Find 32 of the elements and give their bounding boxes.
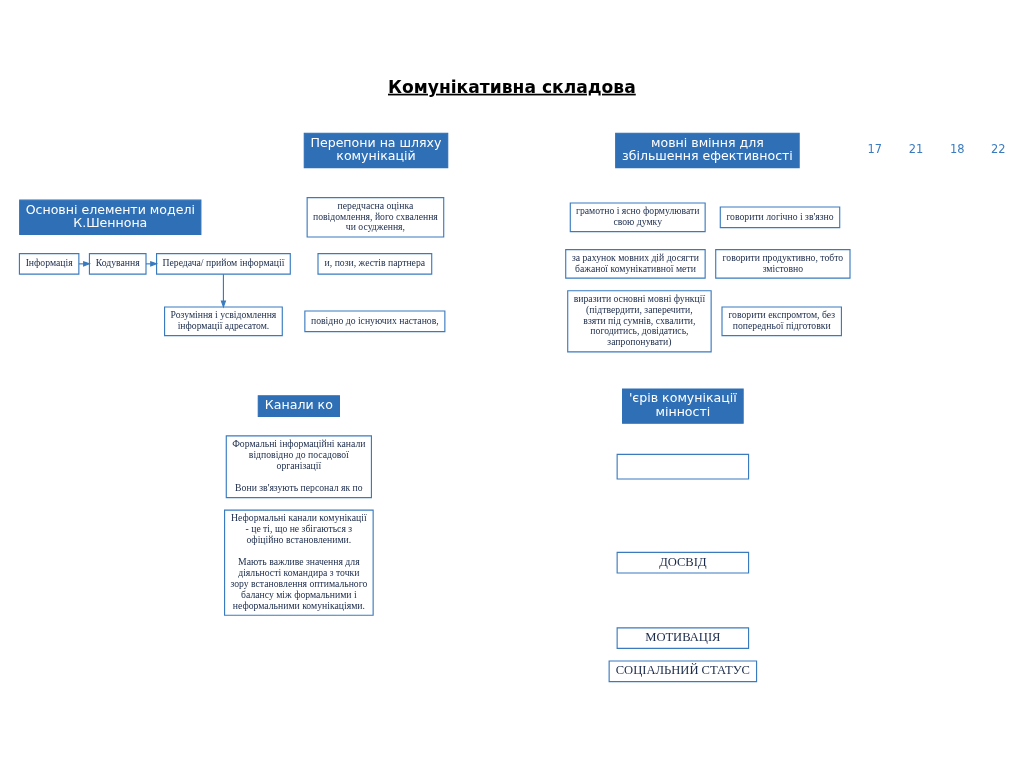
- node-box: грамотно і ясно формулювати свою думку: [569, 201, 706, 232]
- node-box: МОТИВАЦІЯ: [616, 626, 750, 649]
- arrow: [145, 260, 159, 267]
- node-box: [616, 453, 750, 480]
- node-box: и, пози, жестів партнера: [317, 252, 433, 275]
- node-box: говорити продуктивно, тобто змістовно: [715, 248, 851, 279]
- label: 18: [949, 141, 965, 156]
- node-box: Передача/ прийом інформації: [156, 252, 291, 275]
- arrow: [78, 260, 92, 267]
- node-box: говорити логічно і зв'язно: [719, 205, 841, 228]
- node-box: виразити основні мовні функції (підтвердити, заперечити, взяти під сумнів, схвалити, погодитись, довідатись, запропонувати): [567, 289, 712, 352]
- label: 21: [908, 141, 924, 156]
- node-box: Інформація: [18, 252, 80, 275]
- node-box: Основні елементи моделі К.Шеннона: [19, 199, 202, 235]
- label: 17: [867, 141, 883, 156]
- node-box: говорити експромтом, без попередньої підготовки: [721, 305, 842, 336]
- node-box: мовні вміння для збільшення ефективності: [615, 132, 800, 168]
- node-box: Перепони на шляху комунікацій: [303, 132, 449, 168]
- node-box: Канали ко: [257, 394, 340, 417]
- node-box: Неформальні канали комунікації - це ті, що не збігаються з офіційно встановленими. Мають важливе значення для діяльності командира з точки зору встановлення оптимального балансу між формальними і неформальними комунікаціями.: [224, 509, 374, 616]
- node-box: повідно до існуючих настанов,: [304, 309, 446, 332]
- node-box: за рахунок мовних дій досягти бажаної комунікативної мети: [565, 248, 706, 279]
- node-box: ДОСВІД: [616, 551, 750, 574]
- node-box: СОЦІАЛЬНИЙ СТАТУС: [608, 659, 758, 682]
- node-box: Формальні інформаційні канали відповідно до посадової організації Вони зв'язують персонал як по: [225, 434, 372, 498]
- diagram-title: Комунікативна складова: [388, 76, 636, 97]
- node-box: 'єрів комунікації мінності: [622, 387, 744, 424]
- arrow: [220, 273, 227, 309]
- node-box: Розуміння і усвідомлення інформації адресатом.: [164, 305, 283, 336]
- node-box: Кодування: [88, 252, 147, 275]
- label: 22: [991, 141, 1006, 156]
- node-box: передчасна оцінка повідомлення, його схвалення чи осудження,: [306, 196, 445, 238]
